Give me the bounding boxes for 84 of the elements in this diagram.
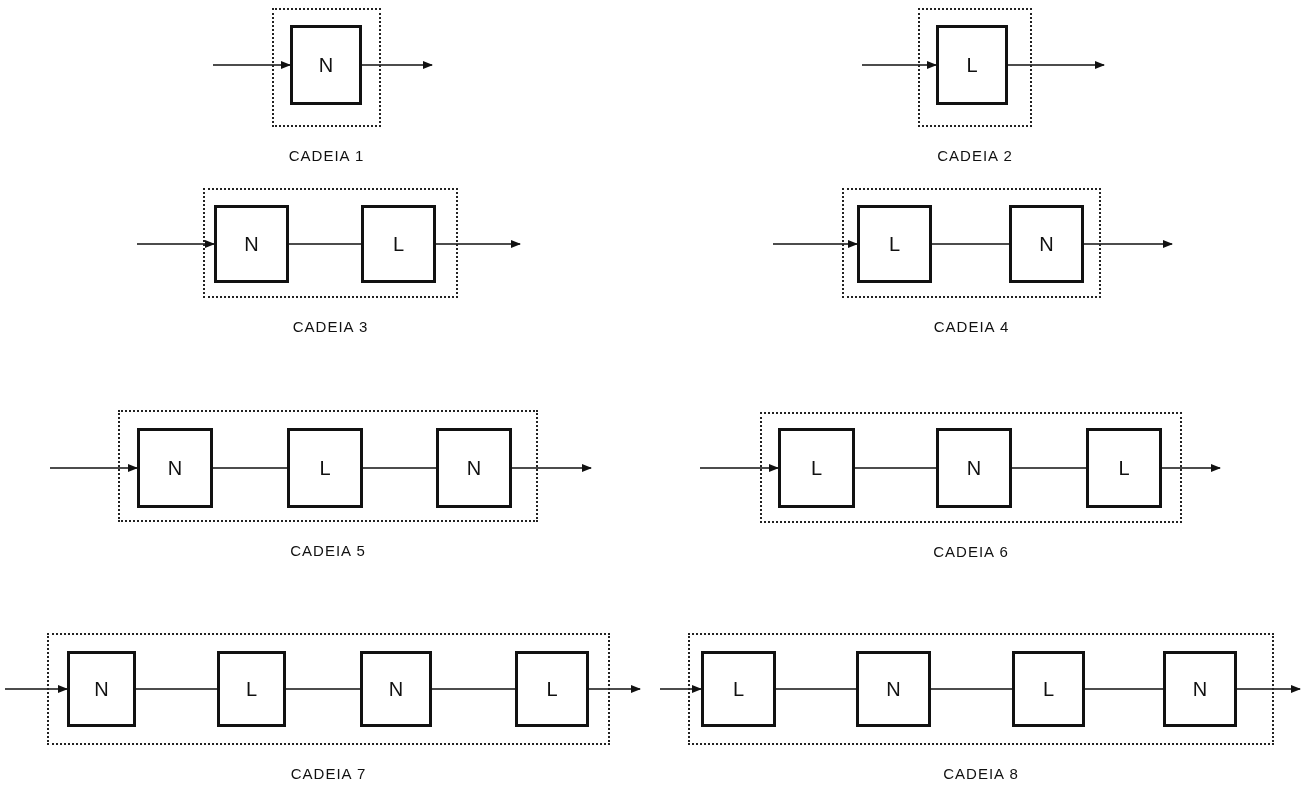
block-box (857, 205, 932, 283)
block-label: N (388, 677, 404, 701)
arrow (659, 685, 702, 693)
connector-line (135, 688, 218, 690)
block-box (1086, 428, 1162, 508)
block-box (290, 25, 362, 105)
block-box (1163, 651, 1237, 727)
dotted-group-frame (918, 8, 1032, 127)
block-label: N (244, 232, 259, 256)
arrow (435, 240, 521, 248)
block-label: L (732, 677, 745, 701)
block-label: L (966, 53, 978, 77)
block-box (137, 428, 213, 508)
arrow (49, 464, 138, 472)
connector-line (1084, 688, 1164, 690)
block-label: L (1118, 456, 1130, 480)
chain-caption: CADEIA 2 (937, 147, 1013, 164)
arrow (772, 240, 858, 248)
dotted-group-frame (47, 633, 610, 745)
arrow (1161, 464, 1221, 472)
arrow (4, 685, 68, 693)
block-label: N (1192, 677, 1208, 701)
block-box (936, 428, 1012, 508)
block-label: N (466, 456, 482, 480)
block-box (936, 25, 1008, 105)
block-label: L (1042, 677, 1055, 701)
arrow (1083, 240, 1173, 248)
block-box (214, 205, 289, 283)
arrow (136, 240, 215, 248)
block-box (360, 651, 432, 727)
chain-caption: CADEIA 3 (292, 318, 369, 335)
block-label: L (245, 677, 258, 701)
block-box (1012, 651, 1085, 727)
chain-caption: CADEIA 7 (290, 765, 367, 782)
dotted-group-frame (760, 412, 1182, 523)
connector-line (285, 688, 361, 690)
dotted-group-frame (272, 8, 381, 127)
dotted-group-frame (688, 633, 1274, 745)
block-box (778, 428, 855, 508)
arrow (212, 61, 291, 69)
block-box (701, 651, 776, 727)
block-label: L (810, 456, 823, 480)
connector-line (854, 467, 937, 469)
arrow (511, 464, 592, 472)
block-label: N (94, 677, 109, 701)
block-label: N (318, 53, 334, 77)
block-label: N (966, 456, 982, 480)
connector-line (362, 467, 437, 469)
chain-caption: CADEIA 1 (288, 147, 365, 164)
connector-line (775, 688, 857, 690)
block-box (361, 205, 436, 283)
dotted-group-frame (842, 188, 1101, 298)
arrow (861, 61, 937, 69)
block-box (436, 428, 512, 508)
connector-line (1011, 467, 1087, 469)
chain-caption: CADEIA 5 (290, 542, 366, 559)
dotted-group-frame (203, 188, 458, 298)
block-label: L (392, 232, 405, 256)
block-box (287, 428, 363, 508)
block-label: L (888, 232, 901, 256)
arrow (588, 685, 641, 693)
connector-line (288, 243, 362, 245)
block-box (67, 651, 136, 727)
dotted-group-frame (118, 410, 538, 522)
arrow (1007, 61, 1105, 69)
block-box (217, 651, 286, 727)
connector-line (931, 243, 1010, 245)
block-label: L (546, 677, 558, 701)
block-label: N (167, 456, 183, 480)
connector-line (431, 688, 516, 690)
block-label: N (886, 677, 901, 701)
chain-caption: CADEIA 8 (943, 765, 1019, 782)
block-box (1009, 205, 1084, 283)
connector-line (930, 688, 1013, 690)
block-label: L (319, 456, 331, 480)
arrow (1236, 685, 1301, 693)
block-label: N (1039, 232, 1054, 256)
arrow (361, 61, 433, 69)
chain-caption: CADEIA 6 (933, 543, 1009, 560)
chain-caption: CADEIA 4 (933, 318, 1010, 335)
block-box (515, 651, 589, 727)
arrow (699, 464, 779, 472)
block-box (856, 651, 931, 727)
connector-line (212, 467, 288, 469)
